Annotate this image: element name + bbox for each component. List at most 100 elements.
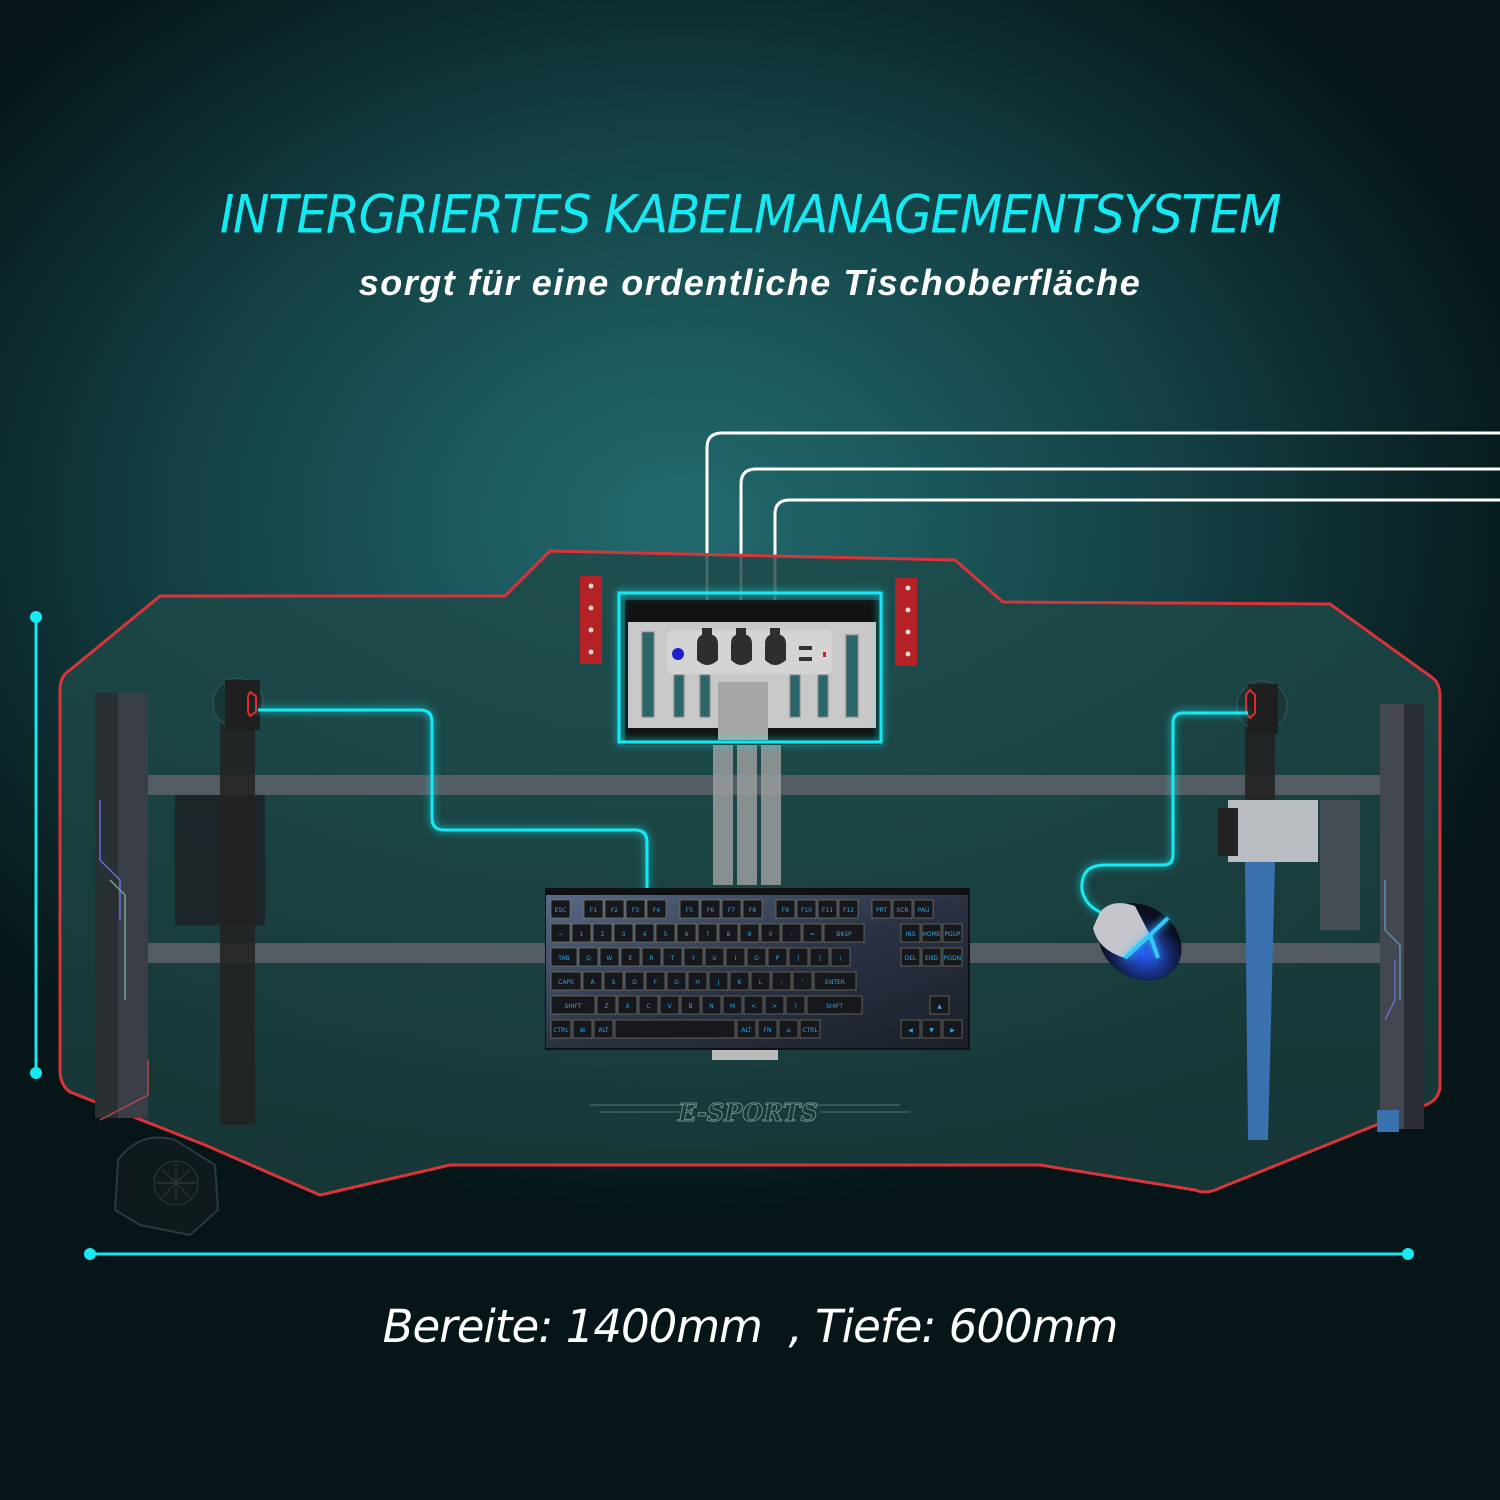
keyboard-key-label: ESC	[555, 907, 567, 914]
keyboard-key	[638, 995, 659, 1015]
keyboard-key-label: CTRL	[553, 1027, 569, 1034]
esports-logo: E-SPORTS	[590, 1098, 910, 1128]
keyboard-key	[736, 1019, 757, 1039]
keyboard-key	[796, 899, 817, 919]
usb-port-2	[799, 657, 812, 661]
keyboard-key-label: >	[772, 1003, 777, 1010]
keyboard-key-label: ◀	[908, 1027, 913, 1034]
keyboard-key-label: Q	[586, 955, 591, 962]
width-dimension-line	[84, 1248, 1414, 1260]
cable-2	[739, 467, 1500, 640]
keyboard-key-label: F5	[686, 907, 693, 914]
top-cables	[705, 431, 1500, 640]
keyboard-key	[721, 899, 742, 919]
keyboard-key-label: F10	[801, 907, 812, 914]
monitor-brackets	[580, 576, 917, 666]
keyboard-key	[666, 971, 687, 991]
keyboard-key	[641, 947, 662, 967]
keyboard-key-label: R	[649, 955, 653, 962]
keyboard-key	[813, 971, 857, 991]
cable-1	[705, 431, 1500, 640]
keyboard-key-label: 3	[622, 931, 626, 938]
keyboard-key-label: CTRL	[802, 1027, 818, 1034]
keyboard-key-label: C	[646, 1003, 650, 1010]
bracket-right	[895, 578, 917, 666]
keyboard-key-label: N	[709, 1003, 714, 1010]
keyboard-key	[806, 995, 863, 1015]
cable-tray	[617, 591, 883, 745]
keyboard-key-label: L	[759, 979, 763, 986]
keyboard-key	[596, 995, 617, 1015]
keyboard-key-label: HOME	[922, 931, 940, 938]
keyboard-key	[892, 899, 913, 919]
keyboard-key	[739, 923, 760, 943]
keyboard-key	[550, 971, 582, 991]
keyboard-key-label: F4	[653, 907, 660, 914]
keyboard-key	[550, 923, 571, 943]
keyboard-key	[550, 947, 578, 967]
keyboard-key	[771, 971, 792, 991]
keyboard-key	[662, 947, 683, 967]
keyboard-key-label: B	[688, 1003, 692, 1010]
keyboard-key-label: M	[730, 1003, 735, 1010]
keyboard-key	[942, 1019, 963, 1039]
keyboard-key	[913, 899, 934, 919]
keyboard-key-label: Z	[604, 1003, 608, 1010]
keyboard-key	[704, 947, 725, 967]
keyboard-key-label: A	[590, 979, 595, 986]
keyboard-key-label: ENTER	[825, 979, 845, 986]
keyboard-key	[571, 923, 592, 943]
keyboard-key	[676, 923, 697, 943]
keyboard-key-label: X	[625, 1003, 629, 1010]
keyboard-key	[760, 923, 781, 943]
keyboard-key-label: \	[839, 955, 842, 962]
cable-3	[773, 498, 1500, 640]
keyboard-key	[838, 899, 859, 919]
keyboard-key	[788, 947, 809, 967]
keyboard-key-label: F1	[590, 907, 597, 914]
keyboard-key-label: F6	[707, 907, 714, 914]
keyboard-key-label: ▲	[937, 1003, 942, 1010]
keyboard-key-label: FN	[764, 1027, 772, 1034]
keyboard-key-label: ALT	[598, 1027, 609, 1034]
keyboard-key-label: ;	[780, 979, 782, 986]
power-button	[672, 648, 684, 660]
keyboard-cable	[258, 708, 649, 890]
keyboard-key	[680, 995, 701, 1015]
keyboard-key	[775, 899, 796, 919]
keyboard-key	[729, 971, 750, 991]
keyboard-key-label: T	[670, 955, 675, 962]
keyboard-key	[614, 1019, 736, 1039]
keyboard-key	[781, 923, 802, 943]
keyboard-key	[550, 899, 571, 919]
keyboard-key	[620, 947, 641, 967]
headline: INTERGRIERTES KABELMANAGEMENTSYSTEM	[219, 183, 1282, 246]
keyboard-key	[700, 899, 721, 919]
keyboard-key	[871, 899, 892, 919]
keyboard-key	[550, 1019, 572, 1039]
bracket-left	[580, 576, 602, 664]
keyboard-key	[921, 1019, 942, 1039]
mouse	[1093, 903, 1182, 981]
keyboard-key	[900, 1019, 921, 1039]
keyboard-key	[767, 947, 788, 967]
keyboard-key-label: CAPS	[558, 979, 574, 986]
keyboard-key-label: S	[612, 979, 616, 986]
keyboard-key-label: 7	[706, 931, 710, 938]
keyboard-key-label: PAU	[918, 907, 930, 914]
keyboard-key-label: I	[735, 955, 737, 962]
keyboard-key	[550, 995, 596, 1015]
keyboard-key	[742, 899, 763, 919]
cable-grommets	[212, 677, 1288, 734]
keyboard-key-label: ?	[794, 1003, 797, 1010]
keyboard-key-label: END	[925, 955, 938, 962]
mouse-cable	[1080, 711, 1248, 914]
keyboard-key	[799, 1019, 821, 1039]
keyboard-key-label: DEL	[905, 955, 917, 962]
keyboard-key-label: SCR	[896, 907, 908, 914]
keyboard-key-label: W	[607, 955, 613, 962]
keyboard-key-label: <	[751, 1003, 756, 1010]
keyboard-key-label: F12	[843, 907, 854, 914]
keyboard-key-label: SHIFT	[564, 1003, 581, 1010]
